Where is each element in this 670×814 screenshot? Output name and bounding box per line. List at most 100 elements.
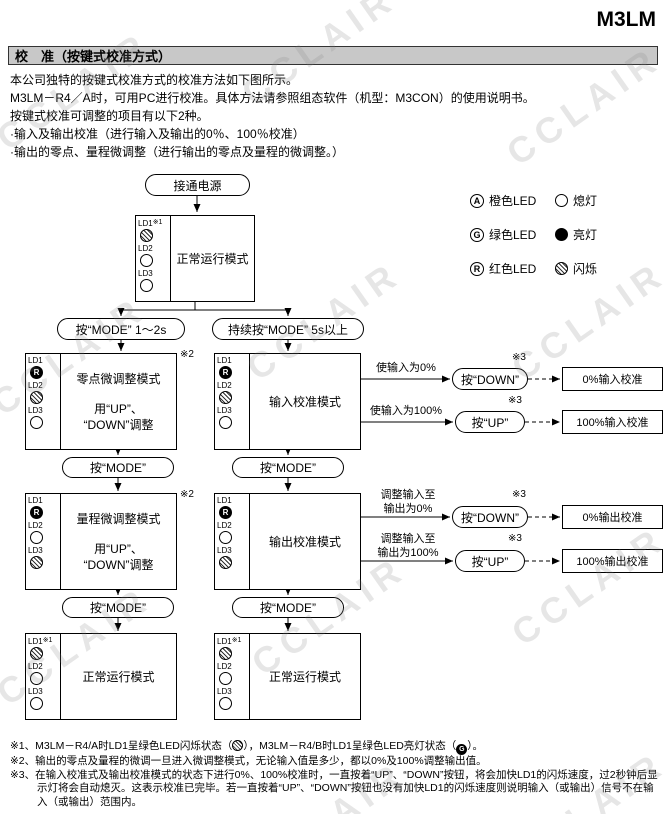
led3-label: LD3	[28, 406, 43, 415]
press-down-label: 按“DOWN”	[461, 510, 519, 525]
led3-label: LD3	[28, 546, 43, 555]
led-flash-icon	[219, 556, 232, 569]
adjust-hint: 用“UP”、 “DOWN”调整	[83, 542, 154, 572]
press-up-label: 按“UP”	[471, 415, 509, 430]
result-label: 0%输入校准	[582, 374, 643, 386]
press-up-node: 按“UP”	[455, 411, 525, 433]
led-panel: LD1 R LD2 LD3	[215, 354, 250, 449]
led1-label: LD1	[28, 356, 43, 365]
legend-label: 红色LED	[489, 262, 537, 276]
note2-mark: ※2	[180, 349, 194, 360]
led-panel: LD1※1 LD2 LD3	[215, 634, 250, 719]
intro-line: 本公司独特的按键式校准方式的校准方法如下图所示。	[10, 73, 299, 87]
watermark: CCLAIR	[504, 517, 670, 654]
mode-box-title: 量程微调整模式	[76, 512, 161, 526]
led2-label: LD2	[28, 381, 43, 390]
led-off-icon	[219, 416, 232, 429]
led-flash-icon	[555, 262, 568, 275]
intro-text: 本公司独特的按键式校准方式的校准方法如下图所示。 M3LM－R4／A时，可用PC…	[10, 71, 660, 161]
press-down-node: 按“DOWN”	[452, 506, 528, 528]
press-mode-node: 按“MODE”	[232, 597, 344, 618]
press-mode-label: 按“MODE”	[260, 601, 316, 615]
led-red-lit-icon: R	[30, 366, 43, 379]
press-down-node: 按“DOWN”	[452, 368, 528, 390]
led-on-icon	[555, 228, 568, 241]
led1-label: LD1※1	[217, 637, 242, 646]
output-0-result-box: 0%输出校准	[562, 505, 663, 529]
led-panel: LD1 R LD2 LD3	[26, 494, 61, 589]
mode-1-2s-node: 按“MODE” 1～2s	[57, 318, 185, 340]
legend-label: 闪烁	[573, 262, 598, 276]
legend-row-red: R 红色LED 闪烁	[470, 260, 597, 277]
normal-mode-box-bottom-left: LD1※1 LD2 LD3 正常运行模式	[25, 633, 177, 720]
led3-label: LD3	[217, 546, 232, 555]
led-red-lit-icon: R	[219, 366, 232, 379]
mode-box-title: 零点微调整模式	[76, 372, 161, 386]
condition-label: 使输入为100%	[369, 405, 443, 417]
led-off-icon	[140, 279, 153, 292]
led-off-icon	[30, 672, 43, 685]
led-panel: LD1 R LD2 LD3	[215, 494, 250, 589]
led-off-icon	[30, 697, 43, 710]
output-cal-mode-box: LD1 R LD2 LD3 输出校准模式	[214, 493, 361, 590]
normal-mode-box-top: LD1※1 LD2 LD3 正常运行模式	[135, 215, 255, 302]
press-up-label: 按“UP”	[471, 554, 509, 569]
led-on-icon: G	[456, 744, 468, 755]
led-flash-icon	[30, 391, 43, 404]
legend-row-orange: A 橙色LED 熄灯	[470, 192, 597, 209]
led3-label: LD3	[138, 269, 153, 278]
led2-label: LD2	[28, 662, 43, 671]
note3-mark: ※3	[512, 352, 526, 363]
normal-mode-box-bottom-right: LD1※1 LD2 LD3 正常运行模式	[214, 633, 361, 720]
mode-box-title-block: 量程微调整模式 用“UP”、 “DOWN”调整	[61, 494, 176, 589]
footnote-2: ※2、输出的零点及量程的微调一旦进入微调整模式，无论输入值是多少，都以0%及10…	[10, 755, 487, 767]
footnotes: ※1、M3LM－R4/A时LD1呈绿色LED闪烁状态（），M3LM－R4/B时L…	[10, 740, 662, 809]
input-100-result-box: 100%输入校准	[562, 410, 663, 434]
condition-label: 调整输入至 输出为0%	[380, 489, 436, 515]
legend-label: 熄灯	[573, 194, 598, 208]
mode-box-title-block: 零点微调整模式 用“UP”、 “DOWN”调整	[61, 354, 176, 449]
span-adjust-mode-box: LD1 R LD2 LD3 量程微调整模式 用“UP”、 “DOWN”调整	[25, 493, 177, 590]
led2-label: LD2	[217, 381, 232, 390]
page-title: M3LM	[596, 8, 657, 31]
led1-label: LD1	[28, 496, 43, 505]
led1-label: LD1	[217, 356, 232, 365]
green-led-symbol-icon: G	[470, 227, 484, 242]
press-up-node: 按“UP”	[455, 550, 525, 572]
mode-box-title: 正常运行模式	[268, 670, 341, 684]
note3-mark: ※3	[508, 395, 522, 406]
led-off-icon	[30, 531, 43, 544]
led-flash-icon	[219, 391, 232, 404]
led-flash-icon	[219, 647, 232, 660]
led1-label: LD1	[217, 496, 232, 505]
led-panel: LD1※1 LD2 LD3	[136, 216, 171, 301]
led-off-icon	[555, 194, 568, 207]
intro-line: ·输入及输出校准（进行输入及输出的0％、100％校准）	[10, 127, 305, 141]
power-on-node: 接通电源	[145, 174, 250, 196]
result-label: 0%输出校准	[582, 512, 643, 524]
led-panel: LD1※1 LD2 LD3	[26, 634, 61, 719]
orange-led-symbol-icon: A	[470, 193, 484, 208]
output-100-result-box: 100%输出校准	[562, 549, 663, 573]
press-mode-node: 按“MODE”	[232, 457, 344, 478]
press-mode-label: 按“MODE”	[260, 461, 316, 475]
led2-label: LD2	[217, 662, 232, 671]
led-off-icon	[30, 416, 43, 429]
led-off-icon	[219, 531, 232, 544]
led3-label: LD3	[217, 687, 232, 696]
press-mode-label: 按“MODE”	[90, 461, 146, 475]
footnote-3: ※3、在输入校准式及输出校准模式的状态下进行0%、100%校准时，一直按着“UP…	[10, 768, 658, 808]
led-off-icon	[219, 697, 232, 710]
led-red-lit-icon: R	[30, 506, 43, 519]
condition-label: 调整输入至 输出为100%	[377, 533, 439, 559]
led3-label: LD3	[28, 687, 43, 696]
power-on-label: 接通电源	[173, 178, 222, 193]
led-flash-icon	[140, 229, 153, 242]
press-down-label: 按“DOWN”	[461, 372, 519, 387]
led1-label: LD1※1	[138, 219, 163, 228]
led-flash-icon	[30, 647, 43, 660]
legend-label: 亮灯	[573, 228, 598, 242]
press-mode-node: 按“MODE”	[62, 457, 174, 478]
red-led-symbol-icon: R	[470, 261, 484, 276]
